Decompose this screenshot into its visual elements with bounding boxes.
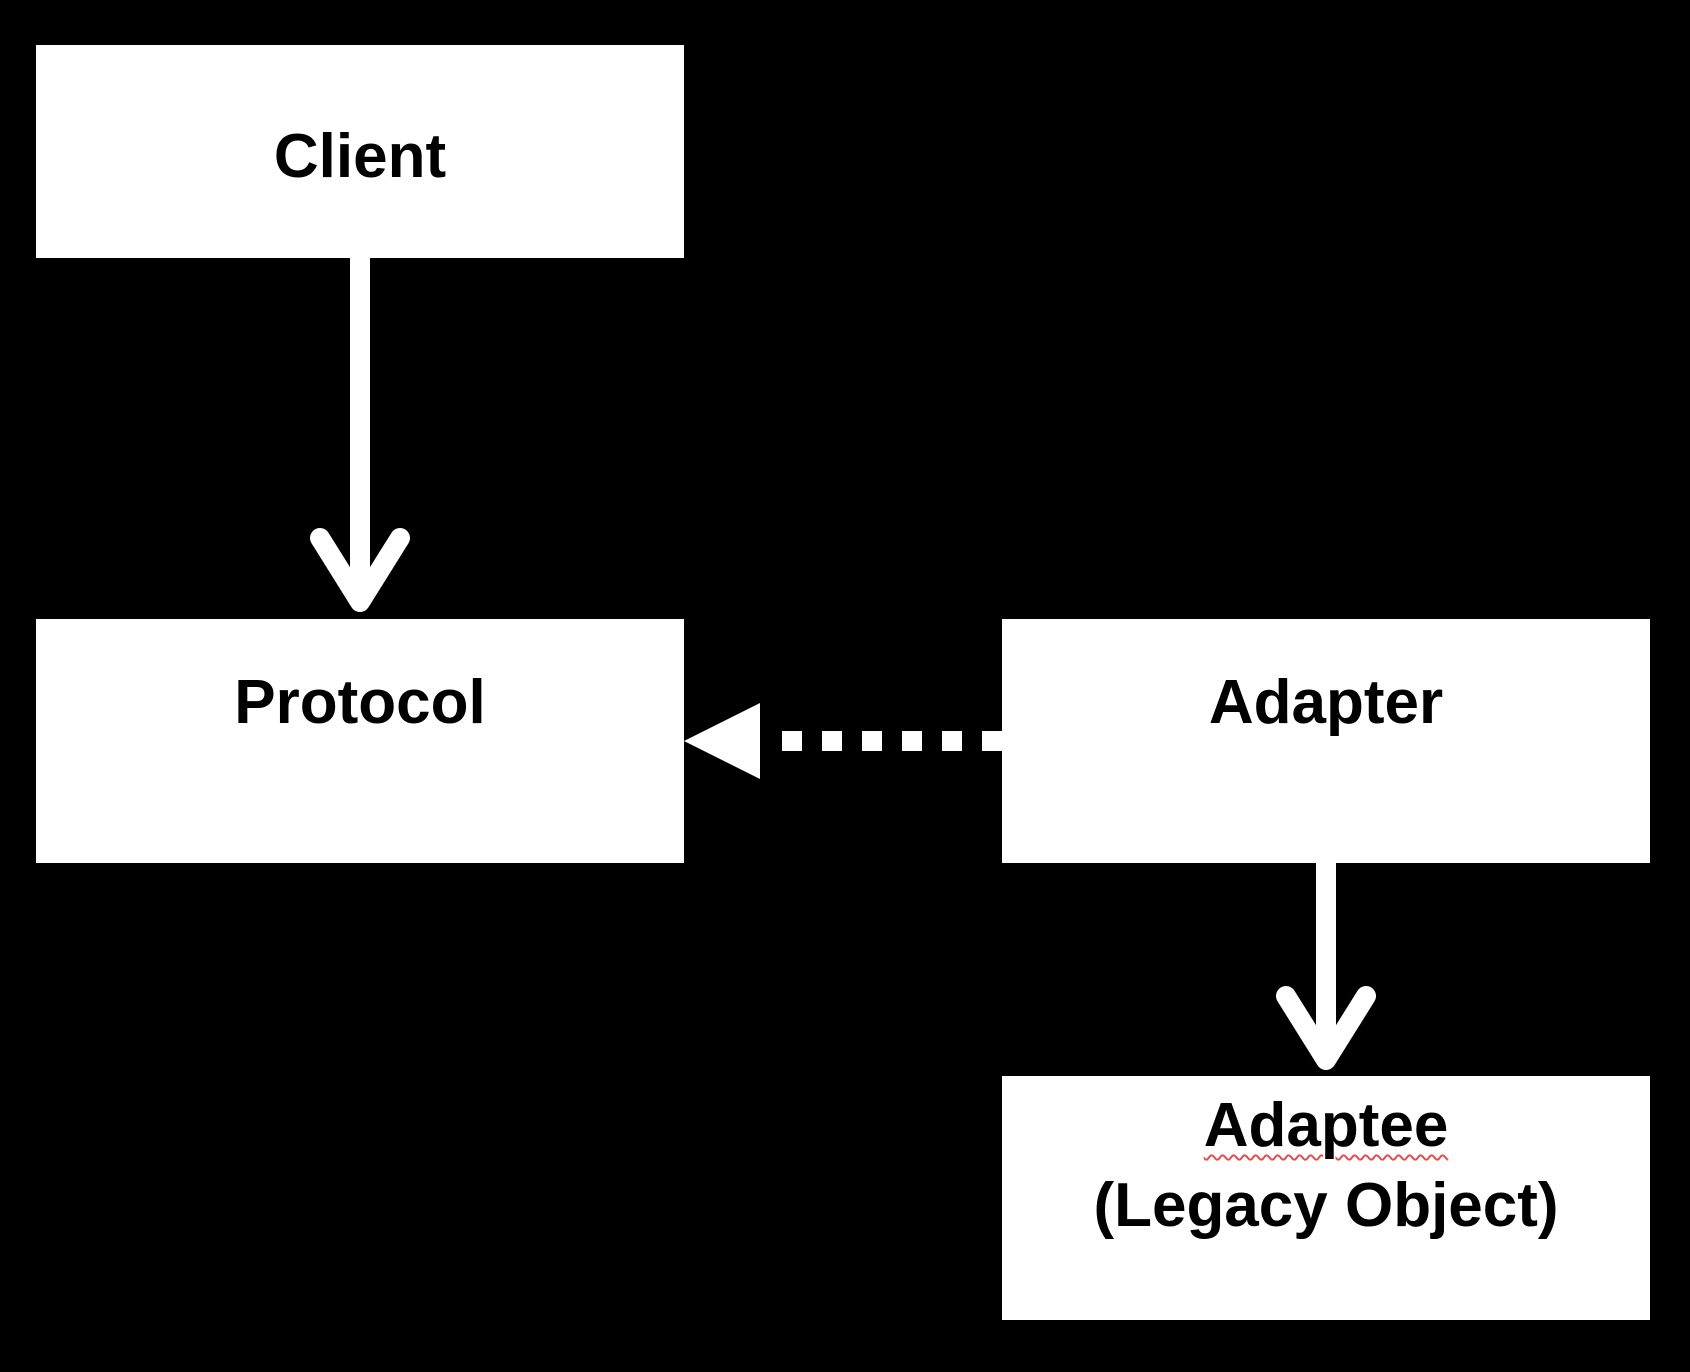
edge-client-protocol-arrowhead bbox=[310, 528, 410, 612]
protocol-node: Protocol bbox=[36, 619, 684, 863]
edge-adapter-adaptee-arrowhead bbox=[1276, 986, 1376, 1070]
protocol-label: Protocol bbox=[234, 668, 486, 737]
adapter-label: Adapter bbox=[1208, 668, 1444, 737]
client-node: Client bbox=[36, 45, 684, 258]
adapter-node: Adapter bbox=[1002, 619, 1650, 863]
adaptee-node: Adaptee (Legacy Object) bbox=[1002, 1076, 1650, 1320]
edge-adapter-to-adaptee bbox=[1276, 863, 1376, 1070]
adaptee-label-wrap: Adaptee bbox=[1002, 1086, 1650, 1166]
adaptee-label: Adaptee bbox=[1203, 1091, 1449, 1160]
client-label: Client bbox=[273, 122, 447, 191]
edge-adapter-to-protocol bbox=[684, 703, 1002, 779]
adaptee-sublabel: (Legacy Object) bbox=[1093, 1171, 1559, 1240]
edge-client-to-protocol bbox=[310, 258, 410, 612]
edge-adapter-protocol-triangle bbox=[684, 703, 760, 779]
